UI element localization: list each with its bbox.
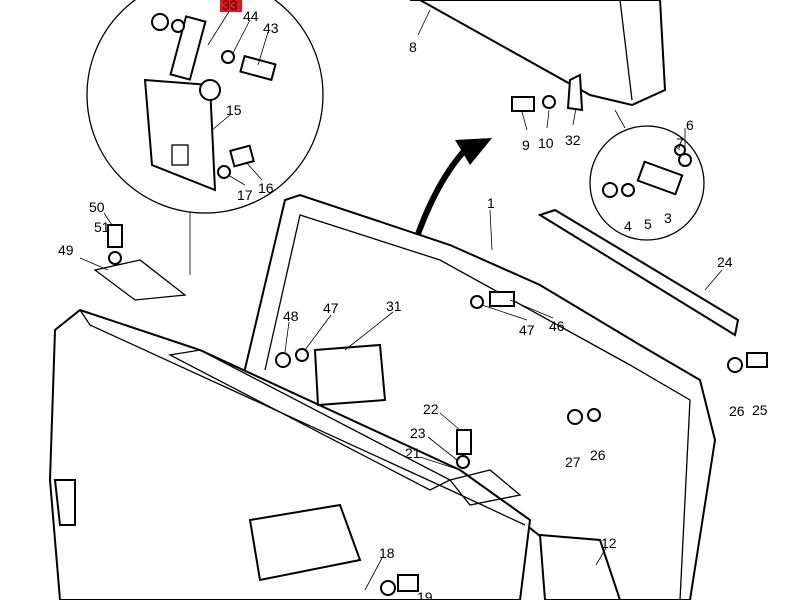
leader-lines — [79, 9, 723, 591]
callout-4[interactable]: 4 — [624, 218, 632, 234]
callout-labels: 33 44 43 15 16 17 8 9 10 32 6 7 4 5 3 1 … — [58, 0, 768, 600]
callout-22[interactable]: 22 — [423, 401, 439, 417]
callout-33[interactable]: 33 — [222, 0, 238, 13]
callout-17[interactable]: 17 — [237, 187, 253, 203]
callout-47[interactable]: 47 — [519, 322, 535, 338]
callout-15[interactable]: 15 — [226, 102, 242, 118]
callout-19[interactable]: 19 — [417, 589, 433, 600]
body-front — [48, 308, 532, 600]
callout-7[interactable]: 7 — [676, 135, 684, 151]
callout-8[interactable]: 8 — [409, 39, 417, 55]
callout-25[interactable]: 25 — [752, 402, 768, 418]
detail-circle-left — [86, 0, 324, 214]
callout-47[interactable]: 47 — [323, 300, 339, 316]
callout-3[interactable]: 3 — [664, 210, 672, 226]
plate-15 — [143, 78, 217, 192]
callout-50[interactable]: 50 — [89, 199, 105, 215]
callout-24[interactable]: 24 — [717, 254, 733, 270]
callout-1[interactable]: 1 — [487, 195, 495, 211]
callout-21[interactable]: 21 — [405, 445, 421, 461]
panel-24 — [537, 208, 740, 337]
callout-31[interactable]: 31 — [386, 298, 402, 314]
highlight-box-33 — [220, 0, 242, 12]
callout-12[interactable]: 12 — [601, 535, 617, 551]
callout-51[interactable]: 51 — [94, 219, 110, 235]
panel-8 — [410, 0, 667, 107]
callout-27[interactable]: 27 — [565, 454, 581, 470]
callout-49[interactable]: 49 — [58, 242, 74, 258]
callout-32[interactable]: 32 — [565, 132, 581, 148]
callout-26[interactable]: 26 — [729, 403, 745, 419]
callout-43[interactable]: 43 — [263, 20, 279, 36]
callout-10[interactable]: 10 — [538, 135, 554, 151]
callout-18[interactable]: 18 — [379, 545, 395, 561]
callout-26[interactable]: 26 — [590, 447, 606, 463]
callout-46[interactable]: 46 — [549, 318, 565, 334]
callout-16[interactable]: 16 — [258, 180, 274, 196]
callout-44[interactable]: 44 — [243, 8, 259, 24]
callout-6[interactable]: 6 — [686, 117, 694, 133]
detail-circle-right — [589, 125, 705, 241]
callout-9[interactable]: 9 — [522, 137, 530, 153]
callout-5[interactable]: 5 — [644, 216, 652, 232]
callout-23[interactable]: 23 — [410, 425, 426, 441]
callout-48[interactable]: 48 — [283, 308, 299, 324]
